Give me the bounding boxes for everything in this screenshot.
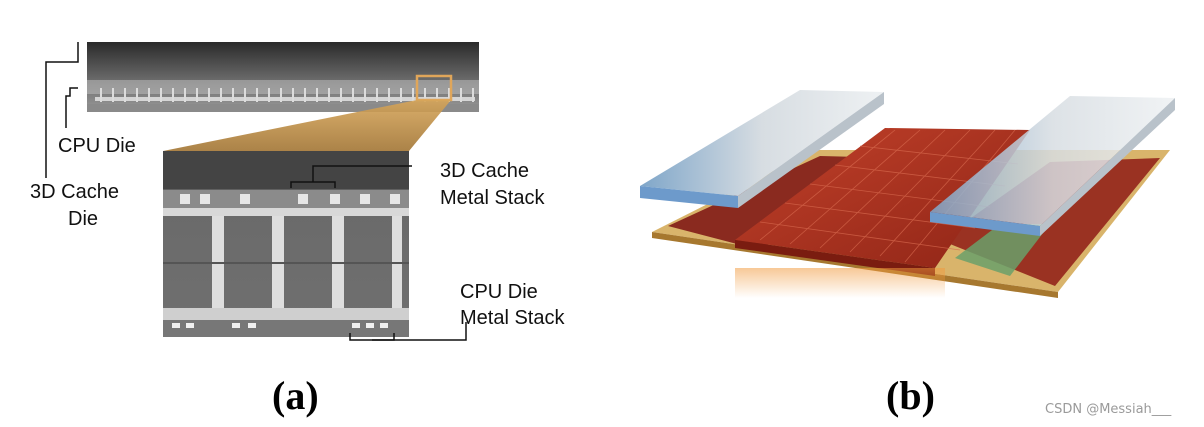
leader-lines	[45, 42, 467, 341]
right-glass-die	[930, 96, 1175, 236]
zoom-wedge	[163, 100, 451, 151]
cache-die-label-line1: 3D Cache	[30, 181, 119, 203]
cpu-metal-stack-label-line2: Metal Stack	[460, 307, 565, 329]
caption-b: (b)	[886, 373, 935, 418]
left-glass-die	[640, 90, 884, 208]
center-cpu-die	[735, 128, 1030, 268]
cpu-die-label: CPU Die	[58, 135, 136, 157]
cache-die-label-line2: Die	[68, 208, 99, 230]
sem-zoom-image	[163, 151, 409, 337]
cache-metal-stack-label-line1: 3D Cache	[440, 160, 529, 182]
cache-metal-stack-label-line2: Metal Stack	[440, 187, 545, 209]
caption-a: (a)	[272, 373, 319, 418]
sem-overview-strip	[87, 42, 479, 112]
cpu-metal-stack-label-line1: CPU Die	[460, 281, 538, 303]
watermark: CSDN @Messiah___	[1045, 402, 1172, 417]
